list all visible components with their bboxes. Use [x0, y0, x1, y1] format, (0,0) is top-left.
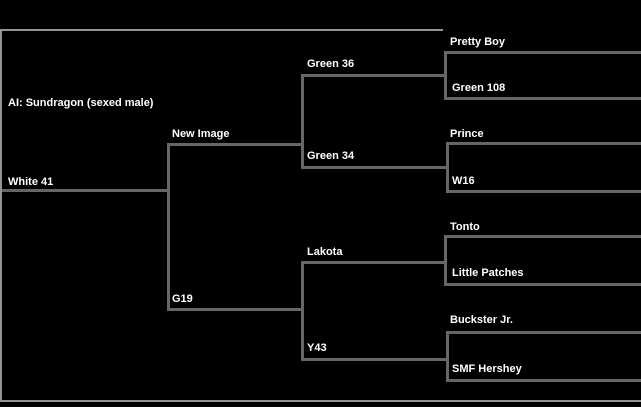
subject-label-white-41: White 41 — [8, 176, 54, 188]
ggp-line-smf-hershey — [446, 379, 641, 382]
ggp-line-prince — [446, 142, 641, 145]
grandparent-label-green-34: Green 34 — [307, 150, 355, 162]
parent-line-new-image — [167, 143, 304, 146]
subject-line — [2, 189, 170, 192]
ggp-bracket-4 — [446, 331, 449, 382]
ggp-line-pretty-boy — [444, 51, 641, 54]
ggp-bracket-2 — [446, 142, 449, 193]
grandparents-bracket-bottom — [301, 261, 304, 361]
parent-label-new-image: New Image — [172, 128, 230, 140]
ggp-line-w16 — [446, 190, 641, 193]
ggp-line-little-patches — [444, 283, 641, 286]
ggp-label-green-108: Green 108 — [452, 82, 506, 94]
ai-sire-label: AI: Sundragon (sexed male) — [8, 97, 154, 109]
grandparent-label-y43: Y43 — [307, 342, 327, 354]
frame-bottom-line — [0, 400, 641, 402]
ggp-bracket-3 — [444, 235, 447, 286]
parents-bracket — [167, 143, 170, 311]
grandparents-bracket-top — [301, 74, 304, 169]
ggp-line-buckster-jr — [446, 331, 641, 334]
grandparent-line-green-34 — [301, 166, 449, 169]
ggp-label-smf-hershey: SMF Hershey — [452, 363, 522, 375]
ggp-label-w16: W16 — [452, 175, 475, 187]
ggp-line-green-108 — [444, 97, 641, 100]
ggp-label-buckster-jr: Buckster Jr. — [450, 314, 513, 326]
ggp-label-tonto: Tonto — [450, 221, 480, 233]
grandparent-label-green-36: Green 36 — [307, 58, 355, 70]
grandparent-line-green-36 — [301, 74, 447, 77]
grandparent-line-y43 — [301, 358, 449, 361]
ggp-label-little-patches: Little Patches — [452, 267, 524, 279]
grandparent-label-lakota: Lakota — [307, 246, 343, 258]
frame-top-line — [0, 29, 443, 31]
ggp-bracket-1 — [444, 51, 447, 100]
grandparent-line-lakota — [301, 261, 447, 264]
ggp-line-tonto — [444, 235, 641, 238]
parent-line-g19 — [167, 308, 304, 311]
ggp-label-prince: Prince — [450, 128, 484, 140]
frame-left-line — [0, 29, 2, 402]
ggp-label-pretty-boy: Pretty Boy — [450, 36, 506, 48]
parent-label-g19: G19 — [172, 293, 193, 305]
